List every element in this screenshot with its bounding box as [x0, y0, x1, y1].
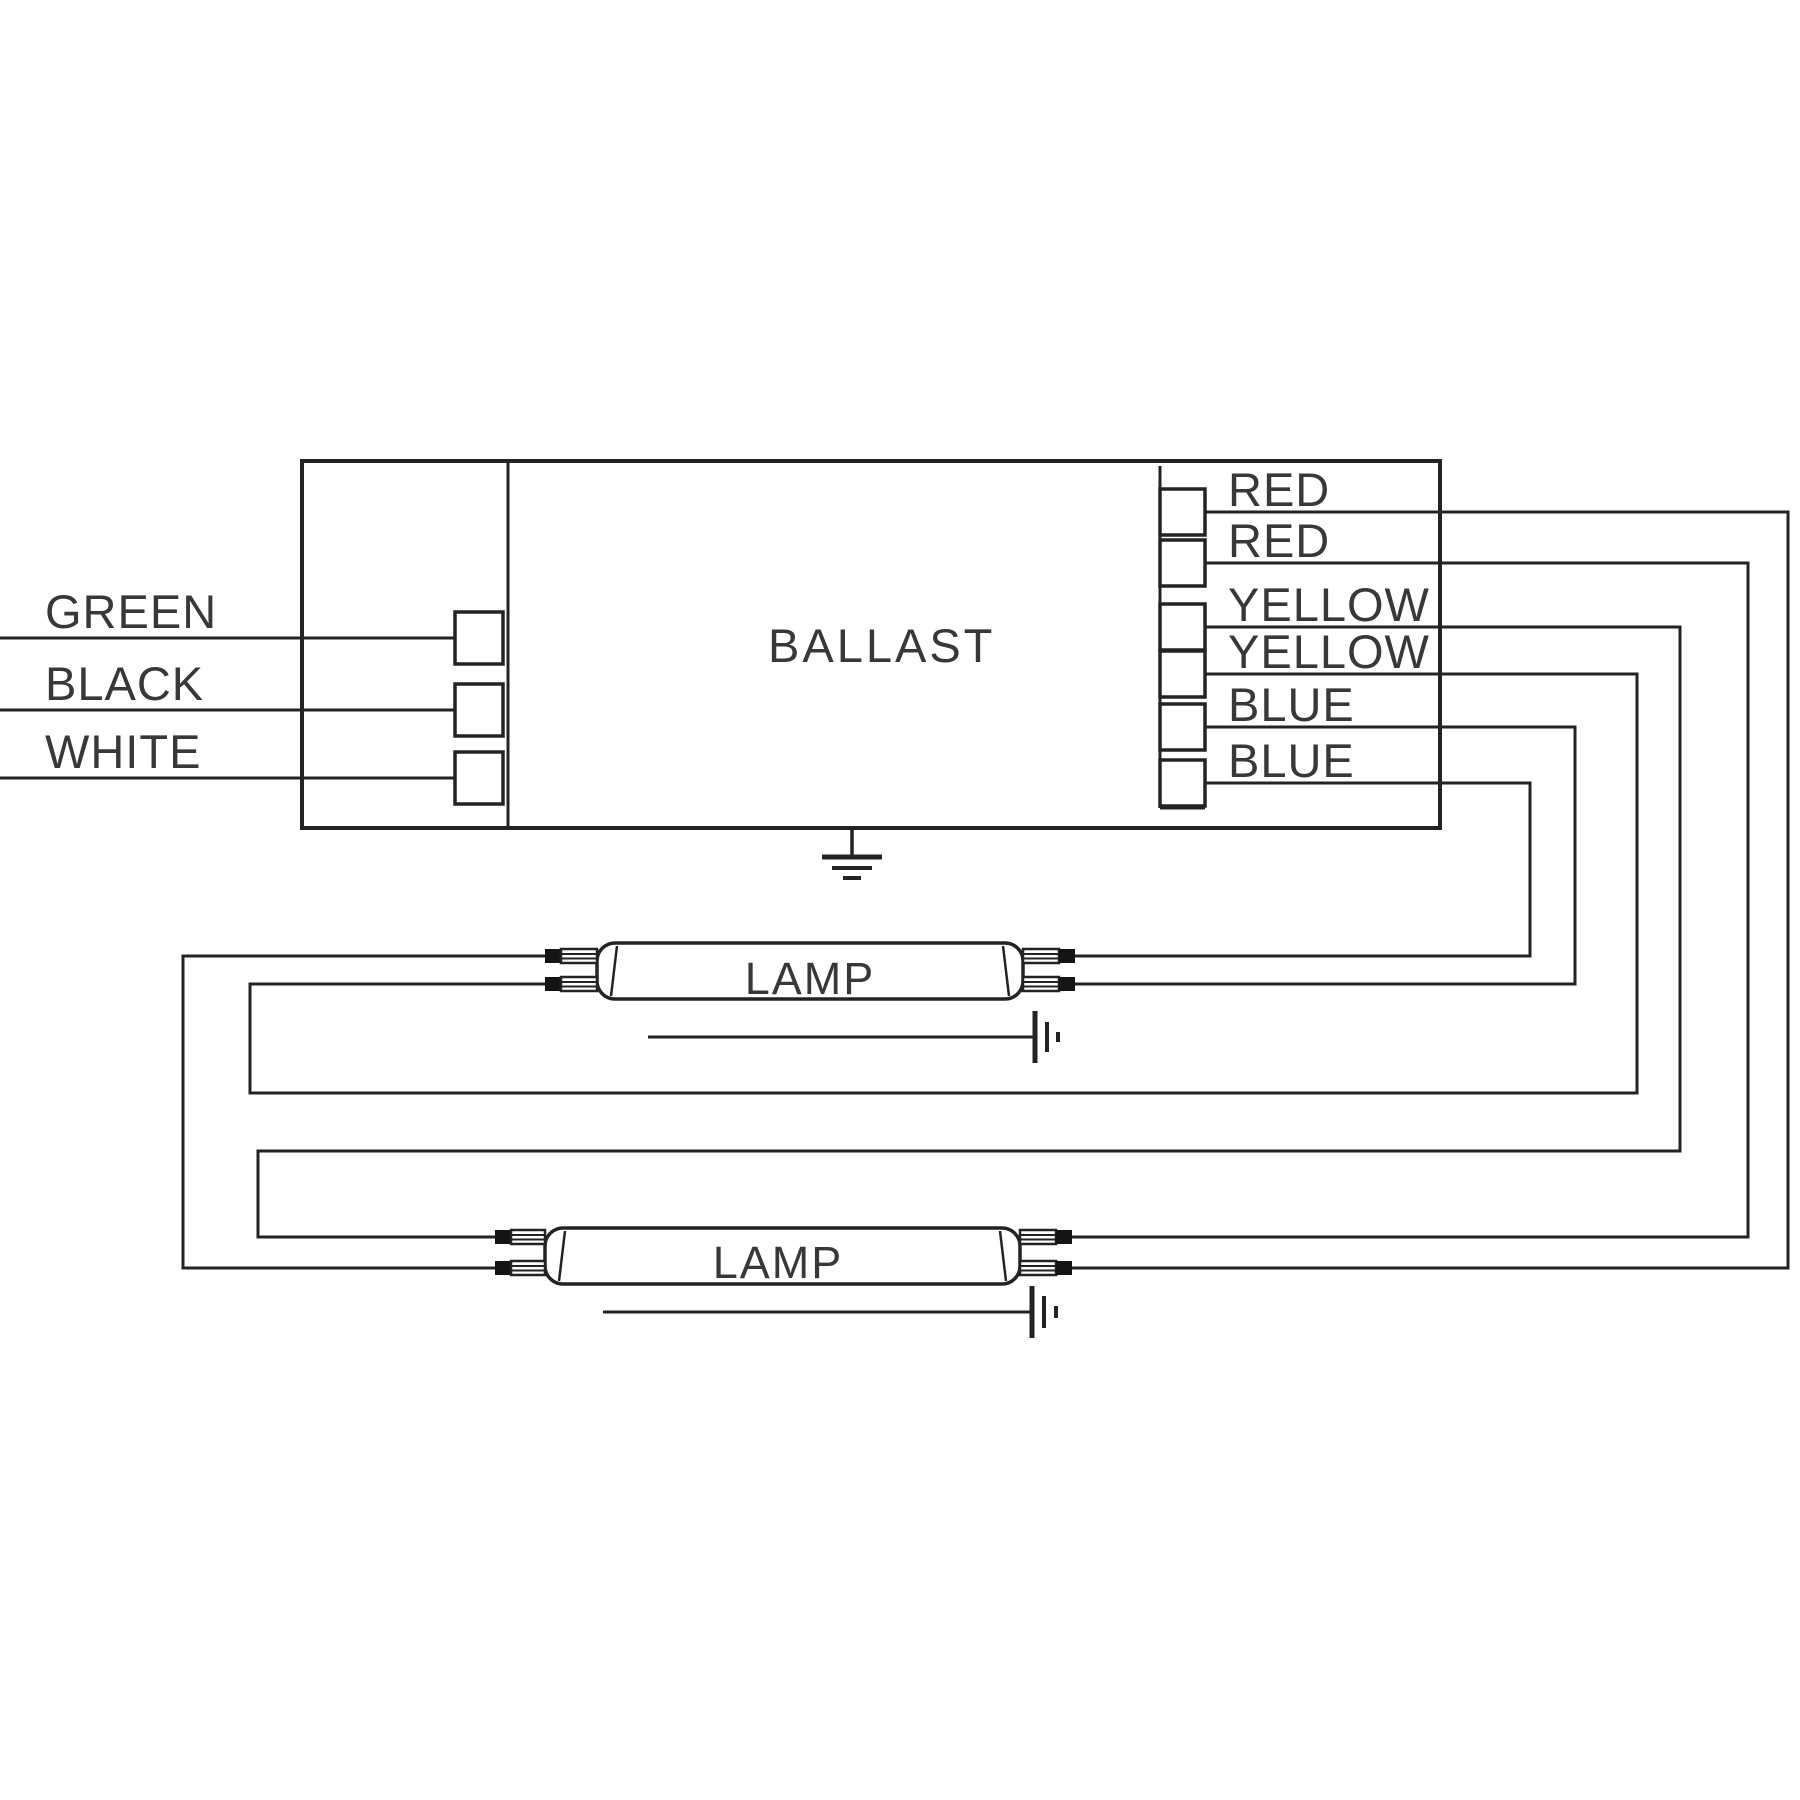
lamp2-ground-icon — [603, 1286, 1058, 1338]
wire-lamp-series-link — [181, 954, 545, 1270]
ballast-label: BALLAST — [768, 619, 995, 672]
lamp1-label: LAMP — [745, 953, 876, 1004]
ballast-box — [300, 459, 1442, 830]
wire-white-label: WHITE — [45, 725, 201, 778]
wire-red-1 — [1072, 510, 1790, 1270]
lamp1-right-cap — [1001, 945, 1011, 997]
lamp1-right-pins — [1021, 947, 1075, 993]
lamp-2: LAMP — [495, 1226, 1072, 1338]
lamp2-left-pins — [495, 1228, 547, 1277]
terminal-square-yellow-1 — [1158, 602, 1207, 652]
wire-green-label: GREEN — [45, 585, 217, 638]
lamp1-left-cap — [609, 945, 619, 997]
terminal-square-yellow-2 — [1158, 649, 1207, 699]
terminal-square-blue-1 — [1158, 702, 1207, 752]
wire-yellow-2-label: YELLOW — [1228, 625, 1430, 678]
output-terminal-block — [1158, 466, 1207, 810]
terminal-square-green — [453, 610, 505, 666]
lamp2-label: LAMP — [713, 1237, 844, 1288]
terminal-square-black — [453, 682, 505, 738]
lamp2-right-pins — [1018, 1228, 1072, 1277]
wire-yellow-2 — [248, 672, 1639, 1095]
terminal-square-red-2 — [1158, 538, 1207, 588]
output-wire-labels: RED RED YELLOW YELLOW BLUE BLUE — [1228, 463, 1430, 787]
wire-red-2 — [1072, 561, 1750, 1239]
wire-blue-2 — [1075, 781, 1532, 958]
lamp1-tube — [595, 941, 1025, 1001]
lamp2-left-cap — [557, 1230, 567, 1282]
output-wires — [181, 510, 1790, 1270]
wire-blue-1-label: BLUE — [1228, 678, 1355, 731]
ballast: BALLAST — [300, 459, 1442, 830]
input-terminal-block — [453, 610, 505, 806]
lamp2-tube — [543, 1226, 1022, 1286]
wire-yellow-1-label: YELLOW — [1228, 578, 1430, 631]
terminal-square-white — [453, 750, 505, 806]
lamp2-right-cap — [998, 1230, 1008, 1282]
wire-red-2-label: RED — [1228, 514, 1330, 567]
terminal-square-red-1 — [1158, 487, 1207, 537]
wire-blue-2-label: BLUE — [1228, 734, 1355, 787]
wire-blue-1 — [1075, 725, 1577, 986]
wire-black-label: BLACK — [45, 657, 204, 710]
lamp1-left-pins — [545, 947, 599, 993]
input-wires: GREEN BLACK WHITE — [0, 585, 455, 780]
lamp-1: LAMP — [545, 941, 1075, 1063]
terminal-square-blue-2 — [1158, 758, 1207, 808]
wire-yellow-1 — [256, 625, 1682, 1239]
ballast-ground-icon — [822, 828, 882, 880]
wire-red-1-label: RED — [1228, 463, 1330, 516]
lamp1-ground-icon — [648, 1011, 1060, 1063]
